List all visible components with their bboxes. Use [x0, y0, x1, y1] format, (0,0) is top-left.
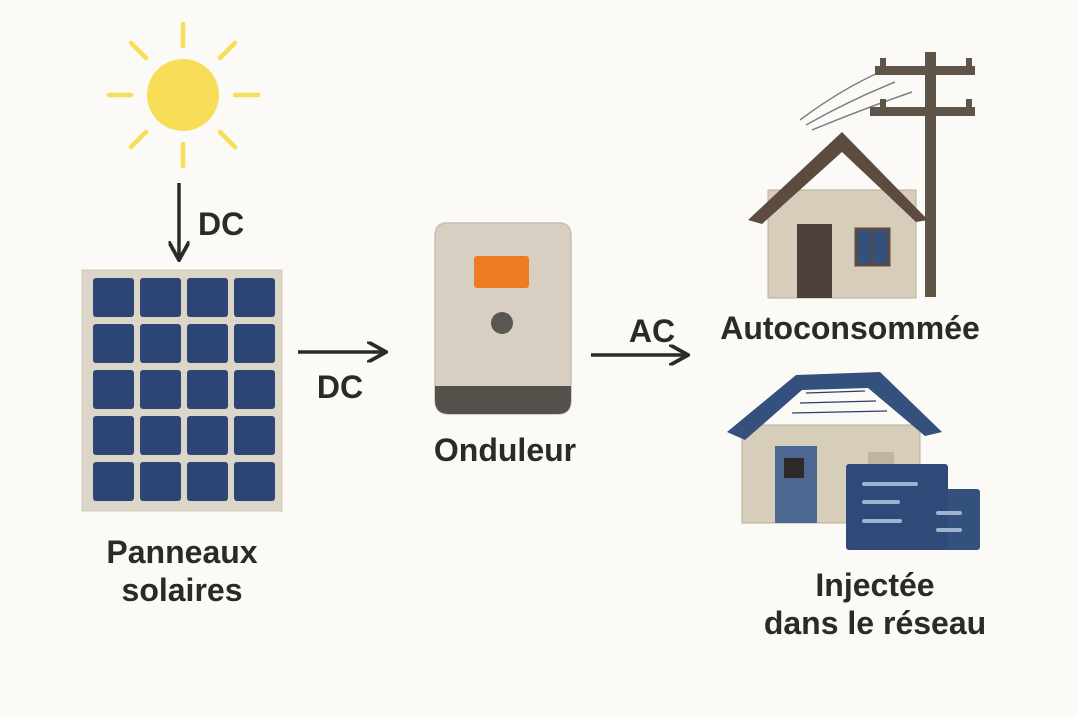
solar-cell	[140, 278, 181, 317]
inverter-label: Onduleur	[433, 432, 577, 468]
solar-cell	[234, 324, 275, 363]
panel-to-inverter-label: DC	[316, 369, 364, 405]
solar-cell	[234, 278, 275, 317]
solar-cell	[234, 370, 275, 409]
solar-cell	[187, 462, 228, 501]
solar-cell	[140, 416, 181, 455]
self-consumption-label: Autoconsommée	[720, 310, 980, 346]
grid-house-door	[775, 446, 817, 523]
solar-panels-label-line1: Panneaux	[106, 534, 258, 570]
solar-cell	[234, 462, 275, 501]
solar-cell	[140, 462, 181, 501]
sun-icon	[106, 21, 261, 169]
house-door	[797, 224, 832, 298]
solar-cell	[93, 416, 134, 455]
grid-injection-label-line2: dans le réseau	[763, 605, 987, 641]
inverter-display	[474, 256, 529, 288]
solar-cell	[187, 416, 228, 455]
solar-cell	[93, 462, 134, 501]
solar-cell	[140, 370, 181, 409]
solar-panels-label-line2: solaires	[121, 572, 243, 608]
grid-injection-label-line1: Injectée	[815, 567, 935, 603]
solar-panel-icon	[81, 269, 283, 512]
solar-cell	[93, 370, 134, 409]
sun-to-panel-label: DC	[198, 206, 245, 242]
solar-cell	[93, 278, 134, 317]
solar-cell	[234, 416, 275, 455]
solar-cell	[187, 278, 228, 317]
inverter-knob	[491, 312, 513, 334]
house-icon	[748, 132, 928, 299]
solar-cell	[140, 324, 181, 363]
inverter-icon	[434, 222, 572, 415]
inverter-to-house-label: AC	[628, 313, 676, 349]
power-pole-icon	[799, 52, 975, 297]
solar-cell	[187, 370, 228, 409]
solar-cell	[93, 324, 134, 363]
solar-cell	[187, 324, 228, 363]
meter-box-icon	[846, 464, 980, 550]
